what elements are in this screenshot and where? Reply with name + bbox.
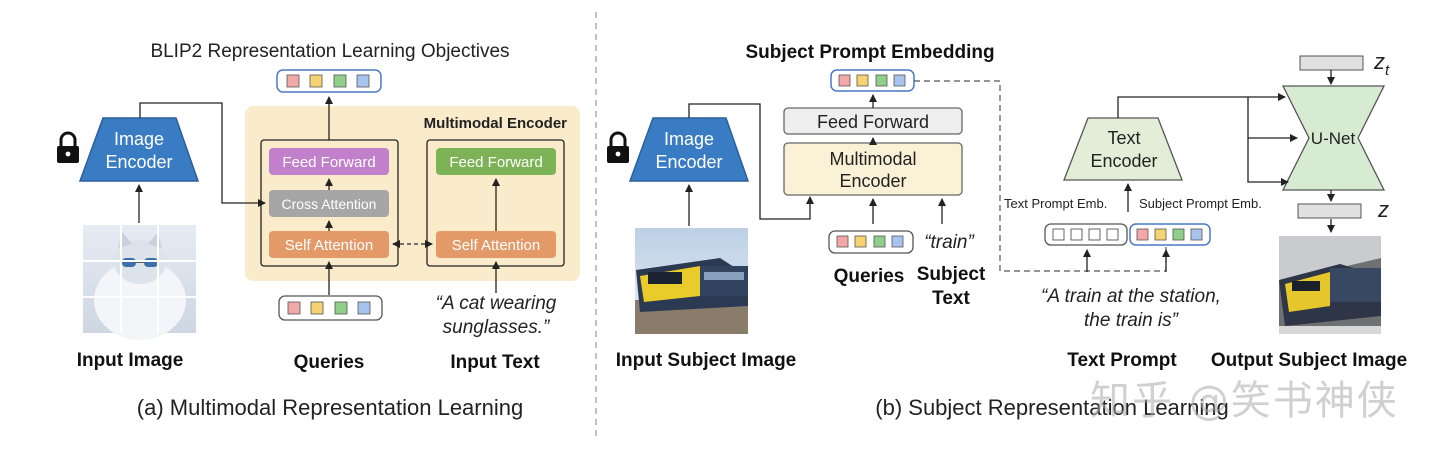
prompt-line2: the train is” xyxy=(1084,310,1180,331)
text-encoder-line2: Encoder xyxy=(1090,151,1157,171)
self-attention-a-right xyxy=(436,231,556,258)
self-attention-a-right-label: Self Attention xyxy=(452,237,540,254)
subject-prompt-tokens-top xyxy=(830,69,915,92)
image-encoder-a-line1: Image xyxy=(114,129,164,149)
lock-icon xyxy=(57,131,79,163)
output-train-image xyxy=(1279,236,1381,334)
label-input-image: Input Image xyxy=(77,350,184,371)
multimodal-encoder-b-line2: Encoder xyxy=(839,171,906,191)
token xyxy=(873,235,886,248)
token xyxy=(893,74,906,87)
cross-attention-label: Cross Attention xyxy=(282,196,377,212)
watermark: 知乎 @笑书神侠 xyxy=(1090,378,1399,424)
image-encoder-b-line2: Encoder xyxy=(655,152,722,172)
token xyxy=(838,74,851,87)
token xyxy=(836,235,849,248)
latent-z xyxy=(1297,203,1362,219)
token xyxy=(334,301,348,315)
label-text-prompt: Text Prompt xyxy=(1067,350,1177,371)
feed-forward-a-right xyxy=(436,148,556,175)
token xyxy=(357,301,371,315)
label-output-subject-image: Output Subject Image xyxy=(1211,350,1407,371)
token xyxy=(1136,228,1149,241)
feed-forward-b-label: Feed Forward xyxy=(817,112,929,132)
feed-forward-a-left-label: Feed Forward xyxy=(282,154,375,171)
latent-zt xyxy=(1299,55,1364,71)
token xyxy=(286,74,300,88)
text-prompt-tokens xyxy=(1044,223,1128,246)
label-queries-b: Queries xyxy=(834,266,905,287)
self-attention-a-left-label: Self Attention xyxy=(285,237,373,254)
query-tokens-b xyxy=(828,230,914,254)
image-encoder-a: Image Encoder xyxy=(78,117,200,182)
feed-forward-a-right-label: Feed Forward xyxy=(449,154,542,171)
query-tokens-a xyxy=(278,295,383,321)
token xyxy=(1106,228,1119,241)
panel-b-title: Subject Prompt Embedding xyxy=(745,42,994,63)
text-encoder-line1: Text xyxy=(1107,128,1140,148)
train-word: “train” xyxy=(924,232,975,253)
feed-forward-a-left xyxy=(269,148,389,175)
unet-label: U-Net xyxy=(1311,129,1356,148)
label-queries-a: Queries xyxy=(294,352,365,373)
z-label: z xyxy=(1377,197,1389,222)
multimodal-encoder-b-line1: Multimodal xyxy=(829,149,916,169)
token xyxy=(333,74,347,88)
image-encoder-b: Image Encoder xyxy=(628,117,750,182)
self-attention-a-left xyxy=(269,231,389,258)
token xyxy=(1070,228,1083,241)
token xyxy=(356,74,370,88)
token xyxy=(1172,228,1185,241)
prompt-line1: “A train at the station, xyxy=(1041,286,1221,307)
token xyxy=(891,235,904,248)
token xyxy=(875,74,888,87)
label-subject-text-line1: Subject xyxy=(917,264,986,285)
unet: U-Net xyxy=(1281,85,1386,191)
zt-label: zt xyxy=(1373,49,1390,79)
caption-b: (b) Subject Representation Learning xyxy=(875,395,1228,420)
cross-attention xyxy=(269,190,389,217)
input-text-line1: “A cat wearing xyxy=(436,293,557,314)
panel-a-title: BLIP2 Representation Learning Objectives xyxy=(150,41,509,62)
image-encoder-a-line2: Encoder xyxy=(105,152,172,172)
subject-prompt-tokens xyxy=(1129,223,1211,246)
text-encoder: Text Encoder xyxy=(1063,117,1183,181)
label-input-subject-image: Input Subject Image xyxy=(616,350,797,371)
output-tokens-a xyxy=(276,69,382,93)
input-text-line2: sunglasses.” xyxy=(443,317,551,338)
multimodal-encoder-label: Multimodal Encoder xyxy=(424,115,568,132)
input-train-image xyxy=(635,228,748,334)
token xyxy=(856,74,869,87)
text-prompt-emb-label: Text Prompt Emb. xyxy=(1004,196,1107,211)
token xyxy=(1154,228,1167,241)
lock-icon xyxy=(607,131,629,163)
token xyxy=(1190,228,1203,241)
token xyxy=(1052,228,1065,241)
caption-a: (a) Multimodal Representation Learning xyxy=(137,395,523,420)
subject-prompt-emb-label: Subject Prompt Emb. xyxy=(1139,196,1262,211)
token xyxy=(310,301,324,315)
token xyxy=(854,235,867,248)
token xyxy=(1088,228,1101,241)
token xyxy=(287,301,301,315)
label-subject-text-line2: Text xyxy=(932,288,970,309)
image-encoder-b-line1: Image xyxy=(664,129,714,149)
token xyxy=(309,74,323,88)
label-input-text: Input Text xyxy=(450,352,540,373)
cat-image xyxy=(83,225,196,340)
